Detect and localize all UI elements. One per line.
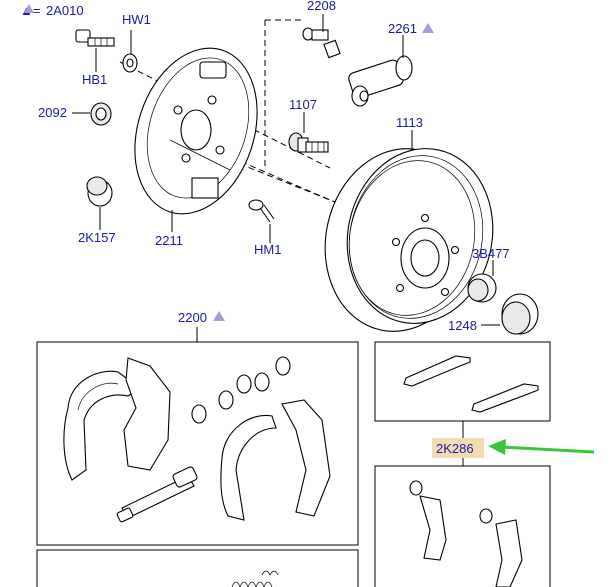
callout-1248: 1248 xyxy=(448,318,477,333)
highlight-2k286: 2K286 xyxy=(432,438,484,458)
pin-hm1 xyxy=(248,199,275,223)
callout-2k157: 2K157 xyxy=(78,230,116,245)
callout-2092: 2092 xyxy=(38,105,67,120)
triangle-icon xyxy=(24,4,34,13)
upper-assembly xyxy=(72,14,539,335)
callout-1107: 1107 xyxy=(289,97,317,112)
grommet-2092 xyxy=(90,102,112,126)
legend-code: 2A010 xyxy=(46,3,84,18)
callout-2200: 2200 xyxy=(178,310,207,325)
leader-lines xyxy=(72,14,500,326)
lower-right-box xyxy=(374,458,551,587)
triangle-icon xyxy=(422,23,434,33)
shoe-kit-box-2200 xyxy=(36,327,359,546)
new-part-markers xyxy=(24,4,434,321)
cap-1248 xyxy=(501,293,539,335)
callout-3b477: 3B477 xyxy=(472,246,510,261)
plug-2k157 xyxy=(86,176,113,207)
green-arrow-icon xyxy=(488,439,595,455)
kit-box-2k286 xyxy=(374,341,551,438)
bolt-hb1 xyxy=(75,29,115,47)
callout-2211: 2211 xyxy=(155,233,183,248)
callout-hm1: HM1 xyxy=(254,242,281,257)
nut-3b477 xyxy=(467,273,497,303)
upper-callouts: HW1 HB1 2208 2261 2092 1107 1113 2K157 2… xyxy=(38,0,510,333)
callout-1113: 1113 xyxy=(396,115,423,130)
bleeder-2208 xyxy=(302,27,341,59)
callout-2261: 2261 xyxy=(388,21,417,36)
callout-hb1: HB1 xyxy=(82,72,107,87)
brake-drum-1113 xyxy=(324,148,494,332)
callout-2k286: 2K286 xyxy=(436,441,474,456)
washer-hw1 xyxy=(122,53,138,73)
lower-left-box xyxy=(36,549,359,587)
wheel-cylinder-2261 xyxy=(348,55,413,107)
stud-1107 xyxy=(288,132,329,153)
backing-plate-2211 xyxy=(134,47,258,215)
callout-2208: 2208 xyxy=(307,0,336,13)
callout-hw1: HW1 xyxy=(122,12,151,27)
triangle-icon xyxy=(213,311,225,321)
